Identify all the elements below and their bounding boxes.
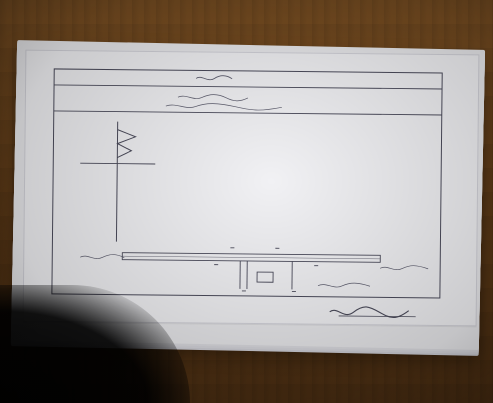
header-divider-line-2 xyxy=(53,110,442,116)
title-scribble xyxy=(195,75,233,81)
hand-drawn-diagram xyxy=(51,68,443,319)
main-bar-centerline xyxy=(122,255,381,260)
flag-pole xyxy=(115,121,119,242)
document-sheet xyxy=(22,49,480,327)
signature-underline xyxy=(338,315,416,318)
cross-line xyxy=(80,162,156,165)
subtitle-scribble-1 xyxy=(177,94,249,102)
left-label-scribble xyxy=(80,254,125,259)
header-divider-line xyxy=(54,84,443,90)
right-label-scribble xyxy=(379,265,429,271)
flag-shape xyxy=(116,129,137,159)
below-label-scribble xyxy=(317,282,371,288)
signature-scribble xyxy=(329,306,410,319)
subtitle-scribble-2 xyxy=(165,103,282,111)
small-box xyxy=(256,271,274,283)
drawing-frame xyxy=(51,68,443,299)
